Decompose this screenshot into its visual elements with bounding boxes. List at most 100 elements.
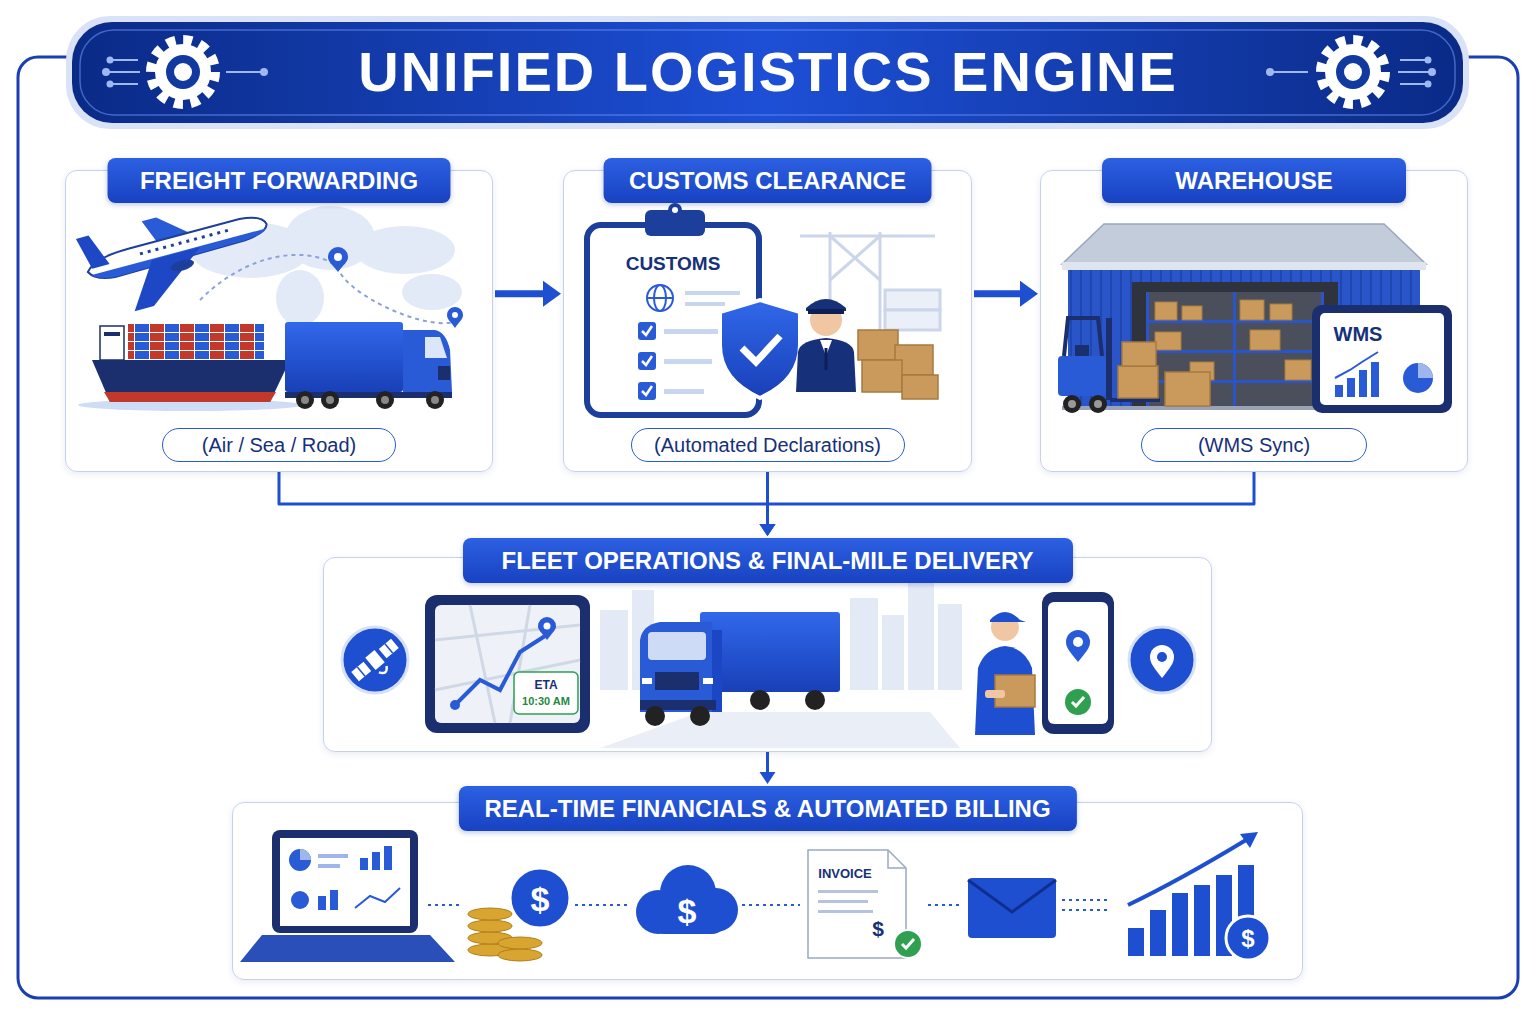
cargo-ship [104, 332, 120, 336]
laptop-icon [372, 852, 380, 870]
growth-chart [1128, 832, 1270, 960]
circuit-lines [103, 69, 109, 75]
panel-caption: (Automated Declarations) [631, 428, 905, 462]
forklift-icon [1122, 342, 1156, 366]
map-tablet [425, 595, 590, 733]
connector-line [768, 472, 1255, 526]
flow-connector [760, 472, 1255, 536]
laptop-icon [355, 888, 400, 908]
cargo-ship [78, 324, 302, 411]
laptop-icon [291, 891, 309, 909]
clipboard-icon [664, 359, 712, 364]
currency-sign: $ [531, 882, 550, 916]
icon-label: ETA [534, 679, 557, 691]
title-band [66, 16, 1469, 129]
forklift-icon [1118, 366, 1158, 398]
laptop-icon [240, 830, 455, 962]
circuit-lines [1426, 58, 1431, 63]
cargo-boxes [902, 375, 938, 399]
gear-icon [1321, 40, 1385, 104]
port-crane [830, 236, 880, 280]
growth-chart [1226, 916, 1270, 960]
route-line [200, 255, 455, 323]
satellite-icon [351, 662, 371, 681]
location-icon [1150, 645, 1174, 678]
phone-icon [1066, 630, 1090, 662]
gear-icon [151, 40, 215, 104]
laptop-icon [300, 849, 311, 860]
customs-officer [808, 309, 844, 314]
circuit-lines [112, 83, 138, 85]
currency-sign: $ [678, 894, 697, 928]
process-band: FLEET OPERATIONS & FINAL-MILE DELIVERY [323, 557, 1212, 752]
forklift-icon [1064, 318, 1102, 356]
circuit-lines [108, 82, 113, 87]
wms-tablet [1335, 385, 1343, 397]
title-band [66, 16, 1469, 129]
satellite-icon [365, 650, 384, 670]
phone-icon [1042, 592, 1114, 734]
warehouse-building [1233, 292, 1236, 406]
phone-icon [1065, 689, 1091, 715]
warehouse-building [1062, 262, 1426, 270]
laptop-icon [318, 854, 348, 858]
satellite-icon [379, 639, 399, 658]
clipboard-icon [638, 322, 656, 340]
delivery-truck [703, 678, 713, 684]
laptop-icon [384, 846, 392, 870]
map-tablet [435, 605, 580, 723]
clipboard-icon [642, 326, 652, 335]
wms-tablet [1335, 352, 1378, 378]
map-pin [447, 307, 463, 328]
forklift-icon [1089, 395, 1107, 413]
wms-tablet [1418, 363, 1433, 378]
flow-connector [974, 281, 1038, 307]
location-icon [1157, 652, 1167, 662]
dotted-link [928, 904, 962, 906]
map-tablet [538, 617, 556, 640]
clipboard-icon [685, 291, 740, 295]
map-tablet [470, 605, 495, 723]
delivery-truck [655, 672, 699, 690]
invoice-document [888, 850, 906, 868]
circuit-lines [108, 58, 113, 63]
port-crane [885, 310, 940, 330]
clipboard-icon [668, 203, 682, 217]
cargo-boxes [858, 330, 938, 399]
diagram-title: UNIFIED LOGISTICS ENGINE [358, 44, 1178, 100]
warehouse-building [1155, 332, 1181, 350]
clipboard-icon [672, 207, 678, 213]
circuit-lines [1267, 69, 1273, 75]
port-crane [830, 236, 880, 280]
circuit-lines [1426, 82, 1431, 87]
invoice-document [818, 890, 878, 893]
dotted-link [1062, 899, 1110, 901]
flow-connector [760, 752, 776, 784]
cargo-ship [100, 326, 124, 360]
wms-tablet [1403, 363, 1433, 393]
airplane-icon [170, 257, 196, 273]
panel-heading: CUSTOMS CLEARANCE [603, 158, 932, 203]
service-panel: CUSTOMS CLEARANCE(Automated Declarations… [563, 170, 972, 472]
dotted-link [1062, 909, 1110, 911]
truck-icon [431, 396, 439, 404]
arrow-head [760, 772, 776, 784]
map-tablet [450, 700, 460, 710]
dotted-link [742, 904, 800, 906]
map-pin [452, 312, 458, 318]
connector-line [495, 290, 547, 297]
truck-icon [296, 391, 314, 409]
courier-figure [975, 612, 1035, 735]
courier-figure [975, 646, 1035, 735]
airplane-icon [123, 247, 212, 311]
icon-label: 10:30 AM [522, 696, 570, 707]
warehouse-building [1062, 224, 1426, 264]
world-map [402, 274, 462, 310]
port-crane [885, 290, 940, 310]
delivery-truck [640, 612, 840, 726]
growth-chart [1172, 893, 1188, 956]
invoice-document [808, 850, 906, 958]
icon-label: INVOICE [818, 867, 871, 880]
warehouse-building [1146, 292, 1324, 406]
invoice-document [808, 850, 922, 958]
